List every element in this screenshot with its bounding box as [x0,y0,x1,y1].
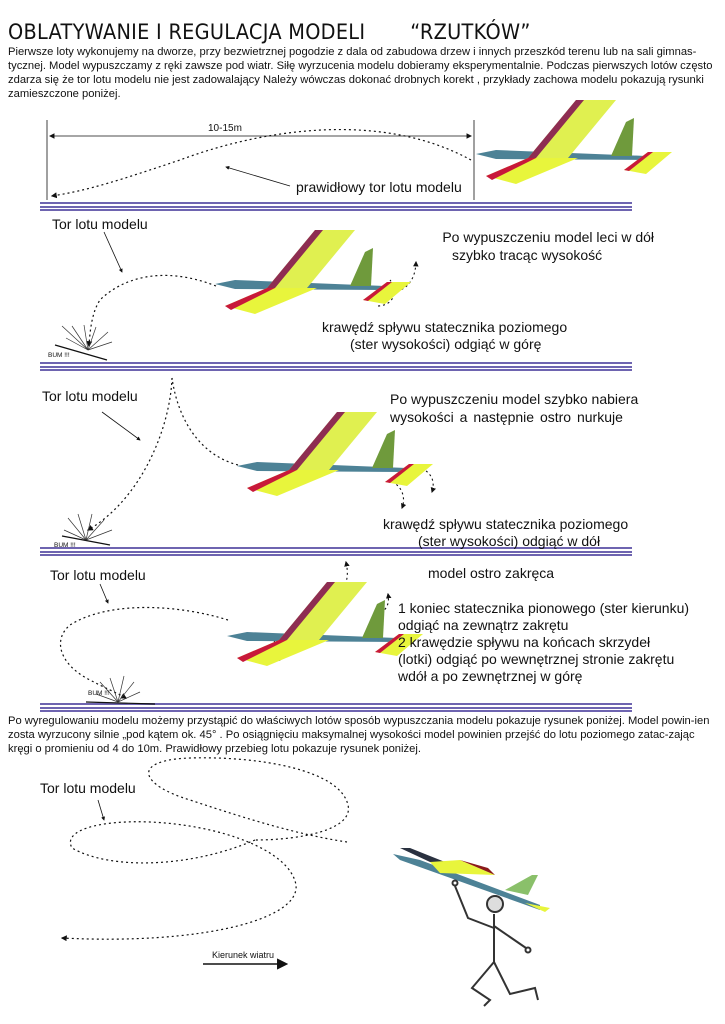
fix-line-4: (lotki) odgiąć po wewnętrznej stronie za… [398,651,675,667]
flight-path-label: Tor lotu modelu [52,216,148,232]
intro-paragraph: Pierwsze loty wykonujemy na dworze, przy… [8,46,713,100]
symptom-line-2: wysokości a następnie ostro nurkuje [390,409,623,425]
fix-line-2: (ster wysokości) odgiąć w górę [350,336,542,352]
wind-direction-label: Kierunek wiatru [212,950,275,960]
flight-path-label: Tor lotu modelu [42,388,138,404]
symptom-label: model ostro zakręca [428,565,555,581]
crash-label: BUM !!! [88,690,110,697]
crash-label: BUM !!! [48,352,70,359]
section5-diagram [60,757,550,1007]
symptom-line-1: Po wypuszczeniu model szybko nabiera [390,391,639,407]
flight-path-label: Tor lotu modelu [50,567,146,583]
section-divider [40,703,632,712]
fix-line-2: odgiąć na zewnątrz zakrętu [398,617,569,633]
correct-flight-caption: prawidłowy tor lotu modelu [296,179,462,195]
section1-diagram [46,100,672,200]
section3-diagram [61,377,436,546]
page-title: OBLATYWANIE I REGULACJA MODELI “RZUTKÓW” [8,20,531,44]
outro-paragraph: Po wyregulowaniu modelu możemy przystąpi… [8,715,710,755]
section-divider [40,202,632,211]
section-divider [40,547,632,556]
fix-line-1: krawędź spływu statecznika poziomego [383,516,629,532]
symptom-line-1: Po wypuszczeniu model leci w dół [442,229,654,245]
fix-line-5: wdół a po zewnętrznej w górę [398,668,583,684]
fix-line-3: 2 krawędzie spływu na końcach skrzydeł [398,634,651,650]
fix-line-1: krawędź spływu statecznika poziomego [322,319,568,335]
fix-line-1: 1 koniec statecznika pionowego (ster kie… [398,600,690,616]
fix-line-2: (ster wysokości) odgiąć w dół [418,533,601,549]
distance-label: 10-15m [208,123,242,134]
section-divider [40,362,632,371]
symptom-line-2: szybko tracąc wysokość [452,247,603,263]
flight-path-label: Tor lotu modelu [40,780,136,796]
section2-diagram [54,230,419,361]
section4-diagram [60,560,423,705]
crash-label: BUM !!! [54,542,76,549]
